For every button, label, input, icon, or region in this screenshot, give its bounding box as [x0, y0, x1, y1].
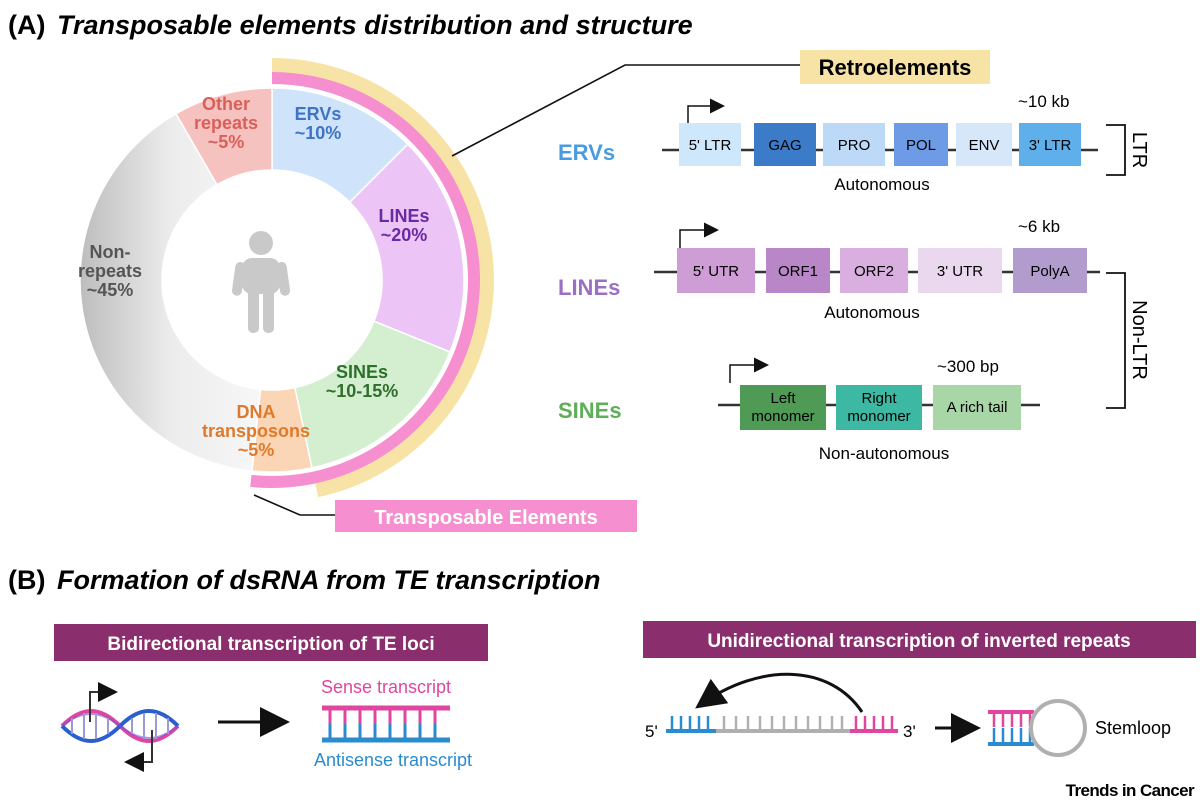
- sines-box-a-rich-tail: A rich tail: [933, 385, 1021, 430]
- donut-segment-lines: [348, 143, 465, 353]
- person-icon: [231, 231, 291, 333]
- ervs-size: ~10 kb: [1018, 92, 1070, 111]
- stemloop-label: Stemloop: [1095, 718, 1171, 738]
- source-label: Trends in Cancer: [1066, 781, 1195, 800]
- svg-text:PRO: PRO: [838, 137, 871, 154]
- three-prime-label: 3': [903, 722, 916, 741]
- svg-text:ORF2: ORF2: [854, 263, 894, 280]
- svg-text:POL: POL: [906, 137, 936, 154]
- te-label-box: [335, 500, 637, 532]
- svg-text:3' UTR: 3' UTR: [937, 263, 983, 280]
- sines-caption: Non-autonomous: [819, 444, 949, 463]
- ervs-structure: ERVs ~10 kb 5' LTR GAG PRO POL ENV 3' LT…: [558, 92, 1098, 194]
- dna-helix-icon: [60, 682, 180, 772]
- ervs-caption: Autonomous: [834, 175, 929, 194]
- donut-label-non-repeats: Non-repeats~45%: [78, 242, 142, 300]
- inverted-repeat-transcript: 5' 3': [645, 672, 916, 741]
- ervs-box-pro: PRO: [823, 123, 885, 166]
- lines-box-3utr: 3' UTR: [918, 248, 1002, 293]
- svg-text:ENV: ENV: [969, 137, 1000, 154]
- ervs-promoter-arrow: [687, 98, 725, 123]
- non-ltr-label: Non-LTR: [1128, 300, 1150, 380]
- donut-label-lines: LINEs~20%: [378, 206, 429, 245]
- svg-text:3' LTR: 3' LTR: [1029, 137, 1072, 154]
- ltr-label: LTR: [1128, 132, 1150, 168]
- lines-name: LINEs: [558, 275, 620, 300]
- sines-promoter-arrow: [729, 357, 769, 383]
- lines-structure: LINEs ~6 kb 5' UTR ORF1 ORF2 3' UTR Poly…: [558, 217, 1100, 322]
- donut-label-sines: SINEs~10-15%: [326, 362, 399, 401]
- svg-text:GAG: GAG: [768, 137, 801, 154]
- svg-text:5' UTR: 5' UTR: [693, 263, 739, 280]
- sines-box-right-monomer: Right monomer: [836, 385, 922, 430]
- panel-b-prefix: (B): [8, 565, 45, 595]
- svg-text:monomer: monomer: [751, 408, 814, 425]
- sense-transcript-label: Sense transcript: [321, 677, 451, 697]
- svg-text:Right: Right: [861, 390, 897, 407]
- donut-label-ervs: ERVs~10%: [295, 104, 342, 143]
- svg-text:Left: Left: [770, 390, 796, 407]
- lines-box-polya: PolyA: [1013, 248, 1087, 293]
- sines-box-left-monomer: Left monomer: [740, 385, 826, 430]
- lines-box-orf1: ORF1: [766, 248, 830, 293]
- dsrna-duplex-icon: [322, 705, 450, 743]
- non-ltr-bracket: [1106, 272, 1126, 409]
- svg-text:PolyA: PolyA: [1030, 263, 1069, 280]
- lines-caption: Autonomous: [824, 303, 919, 322]
- left-banner: Bidirectional transcription of TE loci: [107, 634, 434, 655]
- ervs-box-env: ENV: [956, 123, 1012, 166]
- svg-text:A rich tail: A rich tail: [947, 399, 1008, 416]
- sines-structure: SINEs ~300 bp Left monomer Right monomer…: [558, 357, 1040, 463]
- retroelements-label-box: [800, 50, 990, 84]
- left-banner-box: [54, 624, 488, 661]
- panel-b-title: (B) Formation of dsRNA from TE transcrip…: [8, 565, 601, 595]
- stemloop-icon: [988, 699, 1087, 757]
- lines-promoter-arrow: [679, 222, 719, 248]
- donut-segment-other-repeats: [174, 87, 273, 186]
- te-connector: [253, 494, 335, 516]
- lines-size: ~6 kb: [1018, 217, 1060, 236]
- retroelements-connector: [451, 64, 800, 157]
- sines-name: SINEs: [558, 398, 622, 423]
- right-banner-box: [643, 621, 1196, 658]
- te-label: Transposable Elements: [374, 507, 597, 529]
- ervs-box-3ltr: 3' LTR: [1019, 123, 1081, 166]
- panel-a-title: (A) Transposable elements distribution a…: [8, 10, 693, 40]
- antisense-transcript-label: Antisense transcript: [314, 750, 472, 770]
- fold-back-arrow: [695, 672, 864, 713]
- donut-segment-non-repeats: [79, 112, 262, 472]
- five-prime-label: 5': [645, 722, 658, 741]
- ervs-box-5ltr: 5' LTR: [679, 123, 741, 166]
- panel-a-prefix: (A): [8, 10, 45, 40]
- right-banner: Unidirectional transcription of inverted…: [707, 631, 1130, 652]
- lines-box-orf2: ORF2: [840, 248, 908, 293]
- svg-text:5' LTR: 5' LTR: [689, 137, 732, 154]
- ervs-box-gag: GAG: [754, 123, 816, 166]
- panel-b-title-text: Formation of dsRNA from TE transcription: [57, 565, 601, 595]
- svg-text:ORF1: ORF1: [778, 263, 818, 280]
- sines-size: ~300 bp: [937, 357, 999, 376]
- svg-text:monomer: monomer: [847, 408, 910, 425]
- panel-a-title-text: Transposable elements distribution and s…: [57, 10, 693, 40]
- ervs-box-pol: POL: [894, 123, 948, 166]
- retroelements-label: Retroelements: [819, 55, 972, 80]
- lines-box-5utr: 5' UTR: [677, 248, 755, 293]
- ervs-name: ERVs: [558, 140, 615, 165]
- ltr-bracket: [1106, 124, 1126, 176]
